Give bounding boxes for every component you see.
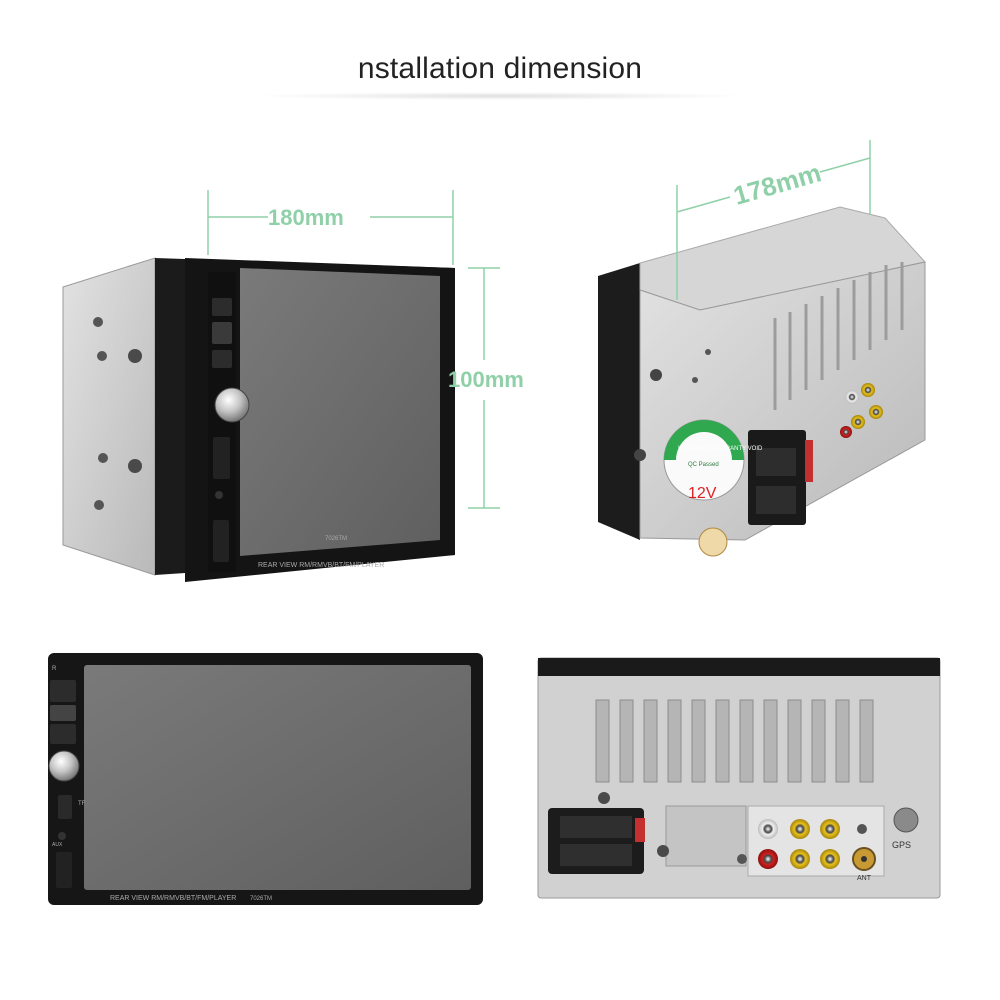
dimension-lines-front xyxy=(207,190,500,509)
front-flat-mic-label: R xyxy=(52,666,57,672)
front-flat-model-text: 7026TM xyxy=(250,896,272,902)
dimension-lines-depth xyxy=(676,140,871,300)
front-strip-text: REAR VIEW RM/RMVB/BT/FM/PLAYER xyxy=(258,562,384,569)
dimension-height-label: 100mm xyxy=(448,367,524,392)
front-flat-tf-label: TF xyxy=(78,801,86,807)
rear-fins xyxy=(595,699,874,783)
rear-gps-label: GPS xyxy=(892,840,911,850)
rear-flat-unit xyxy=(537,657,941,899)
front-angled-unit xyxy=(62,257,455,582)
front-flat-strip-text: REAR VIEW RM/RMVB/BT/FM/PLAYER xyxy=(110,895,236,902)
page-title: nstallation dimension xyxy=(357,52,643,85)
voltage-label: 12V xyxy=(688,485,717,502)
rear-angled-unit xyxy=(598,206,926,557)
sticker-qc-text: QC Passed xyxy=(688,462,719,468)
model-text: 7026TM xyxy=(325,536,347,542)
title-underline-shadow xyxy=(250,92,750,100)
front-flat-aux-label: AUX xyxy=(52,842,63,848)
dimension-width-label: 180mm xyxy=(268,205,344,230)
front-flat-unit xyxy=(48,653,483,905)
sticker-warranty-text: IF BROKEN WARRANTY VOID xyxy=(678,446,763,452)
rear-ant-label: ANT xyxy=(857,875,872,882)
